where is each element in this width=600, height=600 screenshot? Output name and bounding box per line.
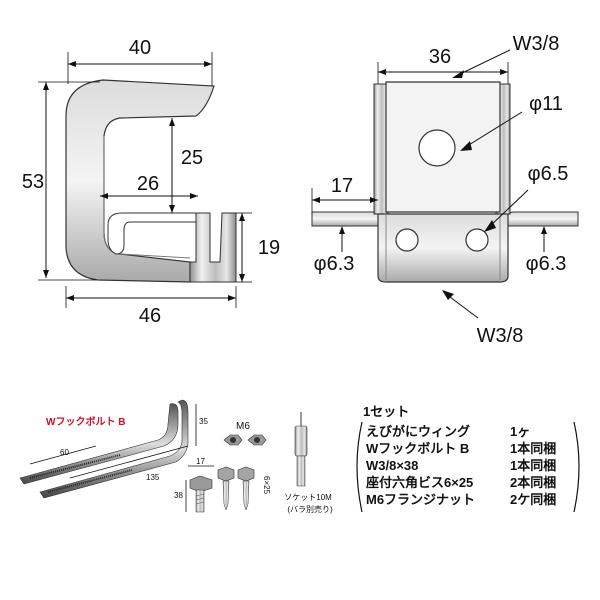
kit-item-4-name: 座付六角ビス6×25 bbox=[365, 475, 473, 490]
bolt-name: Wフックボルト B bbox=[46, 415, 125, 428]
kit-title: 1セット bbox=[363, 404, 409, 419]
dim-inner-height-25: 25 bbox=[181, 147, 203, 169]
bolt-top-label: W3/8 bbox=[513, 33, 560, 55]
nut-label: M6 bbox=[236, 421, 250, 432]
right-dimension-lines bbox=[311, 49, 547, 319]
kit-item-1-name: えびがにウィング bbox=[366, 424, 470, 439]
kit-item-2-qty: 1本同梱 bbox=[510, 441, 556, 456]
hole-small-label: φ6.5 bbox=[528, 163, 569, 185]
hook-bolt-dims bbox=[29, 404, 197, 479]
dim-inner-width-26: 26 bbox=[137, 173, 159, 195]
right-bracket bbox=[573, 421, 580, 513]
bolt-dim-135: 135 bbox=[146, 473, 160, 482]
hook-bolt bbox=[19, 399, 189, 499]
dim-bottom-46: 46 bbox=[139, 305, 161, 327]
dim-top-40: 40 bbox=[129, 37, 151, 59]
screw-dim-17: 17 bbox=[196, 457, 205, 466]
front-view-bracket bbox=[311, 81, 579, 283]
socket-tool bbox=[294, 412, 308, 487]
dim-right-19: 19 bbox=[258, 237, 280, 259]
kit-item-5-name: M6フランジナット bbox=[366, 492, 475, 507]
kit-item-5-qty: 2ケ同梱 bbox=[510, 492, 556, 507]
hex-bolt bbox=[189, 475, 213, 513]
hole-large-label: φ11 bbox=[529, 93, 563, 115]
bolt-dim-35: 35 bbox=[199, 417, 208, 426]
hole-right-label: φ6.3 bbox=[526, 253, 567, 275]
flange-screws bbox=[217, 466, 255, 511]
kit-item-4-qty: 2本同梱 bbox=[510, 475, 556, 490]
socket-label-1: ソケット10M bbox=[284, 493, 332, 502]
screw-dim-6x25: 6×25 bbox=[262, 476, 271, 495]
dim-height-53: 53 bbox=[22, 171, 44, 193]
dim-top-36: 36 bbox=[429, 46, 451, 68]
socket-label-2: (バラ別売り) bbox=[287, 504, 333, 514]
hook-leg bbox=[189, 212, 237, 283]
screw-dim-38: 38 bbox=[174, 491, 183, 500]
left-dimension-lines bbox=[38, 52, 252, 308]
hole-left-label: φ6.3 bbox=[314, 253, 355, 275]
kit-item-2-name: Wフックボルト B bbox=[366, 441, 469, 456]
kit-item-3-qty: 1本同梱 bbox=[510, 458, 556, 473]
flange-nuts bbox=[223, 434, 267, 446]
bolt-dim-60: 60 bbox=[60, 448, 69, 457]
bolt-bottom-label: W3/8 bbox=[477, 325, 524, 347]
kit-item-3-name: W3/8×38 bbox=[366, 458, 418, 473]
left-bracket bbox=[356, 421, 363, 513]
dim-left-17: 17 bbox=[331, 175, 353, 197]
side-view-bracket bbox=[65, 79, 215, 283]
kit-item-1-qty: 1ヶ bbox=[510, 424, 530, 439]
